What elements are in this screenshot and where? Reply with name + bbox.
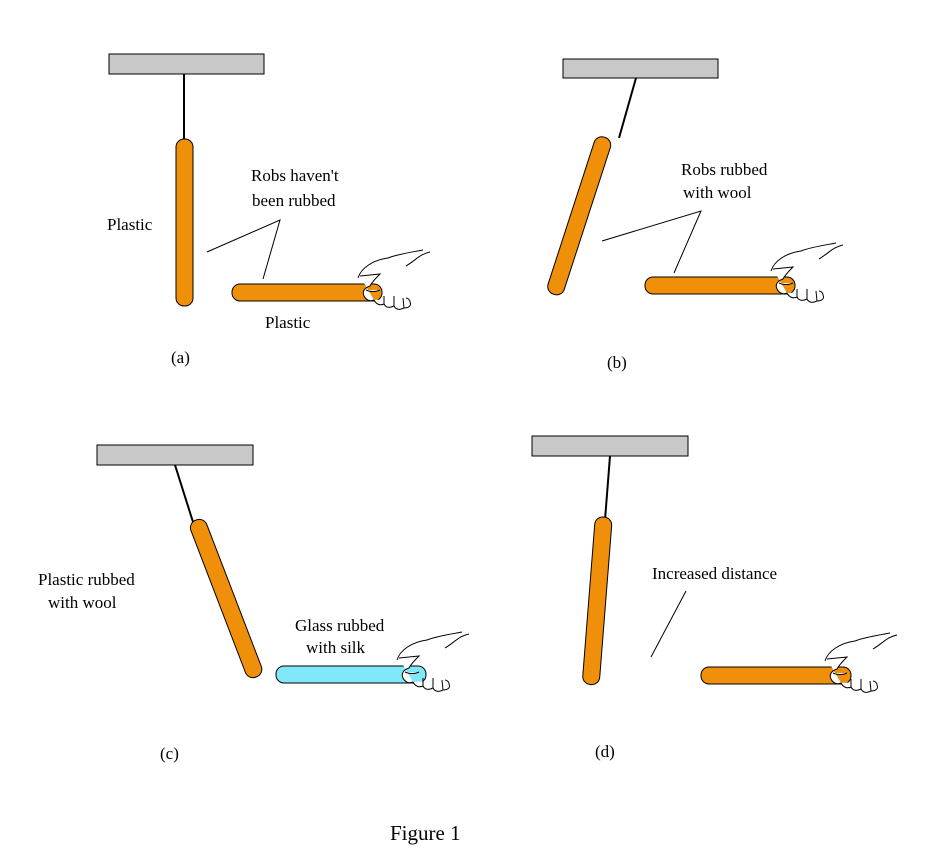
- leader-line: [601, 210, 702, 274]
- support-beam: [96, 444, 254, 466]
- label-line-2: with wool: [48, 593, 117, 612]
- support-beam: [531, 435, 689, 457]
- held-plastic-rod: [700, 666, 852, 685]
- suspended-plastic-rod: [175, 138, 194, 307]
- hand-icon: [396, 631, 470, 692]
- panel-c: Plastic rubbed with wool Glass rubbed wi…: [38, 444, 470, 763]
- hand-icon: [357, 249, 431, 310]
- panel-a: Plastic Robs haven't been rubbed Plastic…: [107, 53, 431, 367]
- suspended-plastic-rod: [582, 516, 613, 686]
- label-line-1: Plastic rubbed: [38, 570, 135, 589]
- suspension-string: [174, 464, 194, 523]
- panel-caption: (c): [160, 744, 179, 763]
- suspended-plastic-rod: [547, 136, 612, 296]
- held-plastic-rod: [644, 276, 796, 295]
- panel-caption: (a): [171, 348, 190, 367]
- label-line-2: with wool: [683, 183, 752, 202]
- label-line-1: Robs rubbed: [681, 160, 768, 179]
- panel-caption: (b): [607, 353, 627, 372]
- panel-d: Increased distance (d): [531, 435, 898, 761]
- label-line-1: Robs haven't: [251, 166, 339, 185]
- held-plastic-rod: [231, 283, 383, 302]
- label-plastic-held: Plastic: [265, 313, 311, 332]
- label-glass-line-2: with silk: [306, 638, 366, 657]
- figure-title: Figure 1: [390, 821, 461, 845]
- label-plastic-suspended: Plastic: [107, 215, 153, 234]
- leader-line: [206, 219, 281, 280]
- label-line-2: been rubbed: [252, 191, 336, 210]
- suspended-plastic-rod: [189, 518, 263, 679]
- hand-icon: [770, 242, 844, 303]
- support-beam: [562, 58, 719, 79]
- leader-line: [650, 590, 687, 658]
- panel-b: Robs rubbed with wool (b): [547, 58, 844, 372]
- suspension-string: [618, 77, 637, 139]
- suspension-string: [604, 455, 611, 521]
- support-beam: [108, 53, 265, 75]
- label-increased-distance: Increased distance: [652, 564, 777, 583]
- hand-icon: [824, 632, 898, 693]
- label-glass-line-1: Glass rubbed: [295, 616, 385, 635]
- held-glass-rod: [275, 665, 427, 684]
- panel-caption: (d): [595, 742, 615, 761]
